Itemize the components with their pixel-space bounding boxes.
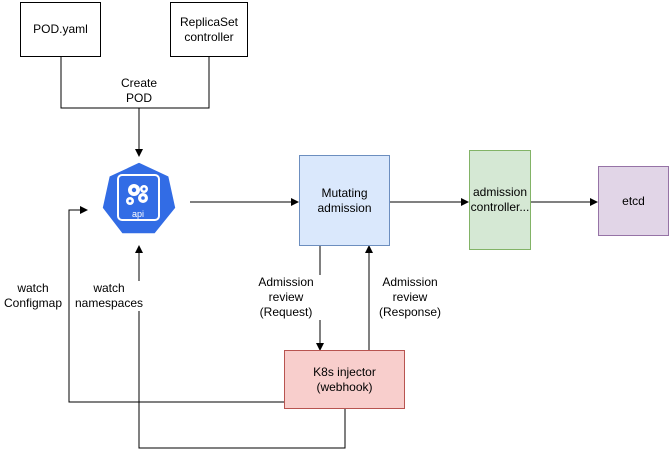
mutating-admission-node[interactable]: Mutating admission (299, 155, 390, 246)
edge-pod-yaml-to-api (60, 57, 139, 109)
edge-replicaset-to-api (139, 57, 210, 109)
api-icon-text: api (132, 209, 144, 219)
watch-configmap-label: watch Configmap (3, 281, 63, 310)
admission-controller-label: admission controller... (470, 185, 530, 214)
injector-label: K8s injector (webhook) (313, 364, 376, 394)
etcd-label: etcd (622, 193, 645, 208)
edge-watch-configmap (68, 206, 284, 403)
review-response-label: Admission review (Response) (371, 275, 449, 320)
pod-yaml-node[interactable]: POD.yaml (20, 2, 101, 57)
k8s-injector-node[interactable]: K8s injector (webhook) (284, 350, 405, 409)
edge-watch-namespaces (135, 245, 346, 449)
watch-namespaces-label: watch namespaces (73, 281, 145, 311)
kubernetes-api-icon: api (101, 161, 177, 235)
mutating-label: Mutating admission (317, 185, 372, 215)
replicaset-label: ReplicaSet controller (179, 14, 239, 44)
create-pod-label: Create POD (112, 76, 166, 106)
replicaset-controller-node[interactable]: ReplicaSet controller (170, 2, 248, 57)
admission-controller-node[interactable]: admission controller... (469, 150, 531, 250)
review-request-label: Admission review (Request) (246, 275, 326, 320)
etcd-node[interactable]: etcd (598, 166, 669, 236)
pod-yaml-label: POD.yaml (33, 22, 88, 36)
